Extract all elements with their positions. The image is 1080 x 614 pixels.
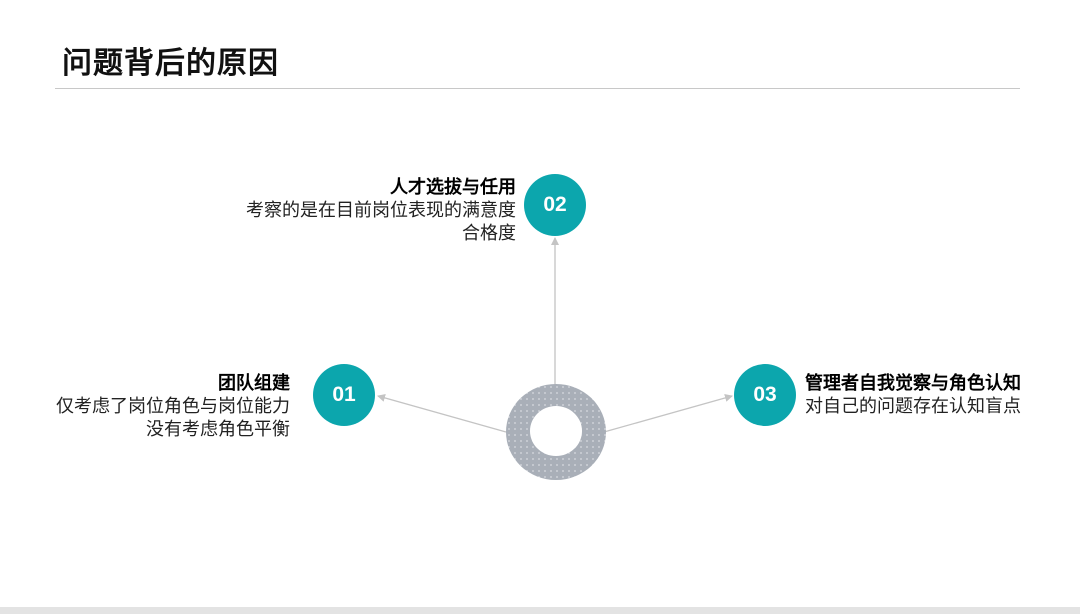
title-divider xyxy=(55,88,1020,89)
badge-number: 01 xyxy=(332,383,356,406)
connector-to-01 xyxy=(377,394,507,433)
item-02-text: 人才选拔与任用 考察的是在目前岗位表现的满意度 合格度 xyxy=(176,176,516,245)
badge-01: 01 xyxy=(313,364,375,426)
bottom-bar xyxy=(0,607,1080,614)
item-line: 考察的是在目前岗位表现的满意度 xyxy=(246,200,516,221)
item-line: 仅考虑了岗位角色与岗位能力 xyxy=(56,396,290,417)
item-heading: 团队组建 xyxy=(218,373,290,394)
badge-03: 03 xyxy=(734,364,796,426)
hub-ring xyxy=(506,384,606,480)
item-line: 合格度 xyxy=(462,223,516,244)
item-line: 对自己的问题存在认知盲点 xyxy=(805,396,1021,417)
connector-to-03 xyxy=(603,394,733,433)
badge-02: 02 xyxy=(524,174,586,236)
item-line: 没有考虑角色平衡 xyxy=(146,419,290,440)
page-title: 问题背后的原因 xyxy=(62,46,279,81)
item-heading: 人才选拔与任用 xyxy=(390,177,516,198)
item-heading: 管理者自我觉察与角色认知 xyxy=(805,373,1021,394)
badge-number: 02 xyxy=(543,193,567,216)
item-03-text: 管理者自我觉察与角色认知 对自己的问题存在认知盲点 xyxy=(805,372,1075,418)
item-01-text: 团队组建 仅考虑了岗位角色与岗位能力 没有考虑角色平衡 xyxy=(0,372,290,441)
badge-number: 03 xyxy=(753,383,777,406)
